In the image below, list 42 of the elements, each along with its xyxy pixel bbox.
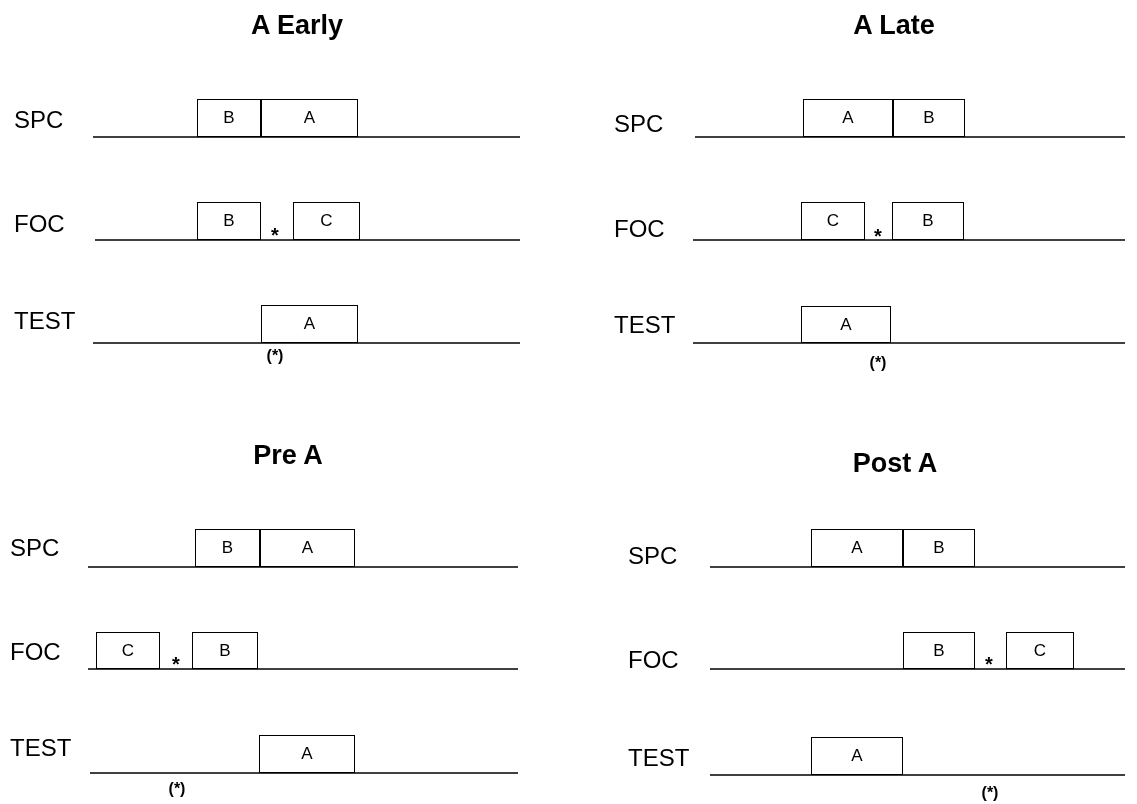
time-slot-box: C bbox=[1006, 632, 1074, 669]
time-slot-box: B bbox=[192, 632, 258, 669]
row-label: TEST bbox=[14, 309, 76, 333]
row-label: TEST bbox=[614, 313, 676, 337]
row-label: TEST bbox=[10, 736, 72, 760]
time-slot-box: A bbox=[811, 737, 903, 775]
asterisk-mark: * bbox=[172, 654, 180, 674]
panel-title: Pre A bbox=[253, 441, 323, 469]
time-slot-box: A bbox=[811, 529, 903, 567]
row-label: TEST bbox=[628, 746, 690, 770]
row-label: SPC bbox=[10, 536, 60, 560]
row-label: FOC bbox=[628, 648, 679, 672]
time-slot-box: A bbox=[803, 99, 893, 137]
asterisk-mark: * bbox=[874, 226, 882, 246]
time-slot-box: C bbox=[96, 632, 160, 669]
row-label: FOC bbox=[614, 217, 665, 241]
panel-title: Post A bbox=[852, 449, 938, 477]
time-slot-box: C bbox=[293, 202, 360, 240]
asterisk-mark: * bbox=[985, 654, 993, 674]
row-label: SPC bbox=[614, 112, 664, 136]
row-label: SPC bbox=[628, 544, 678, 568]
time-slot-box: B bbox=[197, 99, 261, 137]
time-slot-box: A bbox=[801, 306, 891, 343]
time-slot-box: B bbox=[195, 529, 260, 567]
asterisk-mark: (*) bbox=[981, 785, 999, 801]
time-slot-box: B bbox=[197, 202, 261, 240]
time-slot-box: B bbox=[903, 529, 975, 567]
row-label: SPC bbox=[14, 108, 64, 132]
time-slot-box: A bbox=[259, 735, 355, 773]
panel-title: A Early bbox=[250, 11, 344, 39]
asterisk-mark: (*) bbox=[168, 781, 186, 797]
row-label: FOC bbox=[14, 212, 65, 236]
time-slot-box: C bbox=[801, 202, 865, 240]
panel-title: A Late bbox=[853, 11, 935, 39]
row-label: FOC bbox=[10, 640, 61, 664]
time-slot-box: B bbox=[903, 632, 975, 669]
time-slot-box: B bbox=[892, 202, 964, 240]
time-slot-box: B bbox=[893, 99, 965, 137]
asterisk-mark: * bbox=[271, 225, 279, 245]
time-slot-box: A bbox=[260, 529, 355, 567]
time-slot-box: A bbox=[261, 305, 358, 343]
time-slot-box: A bbox=[261, 99, 358, 137]
